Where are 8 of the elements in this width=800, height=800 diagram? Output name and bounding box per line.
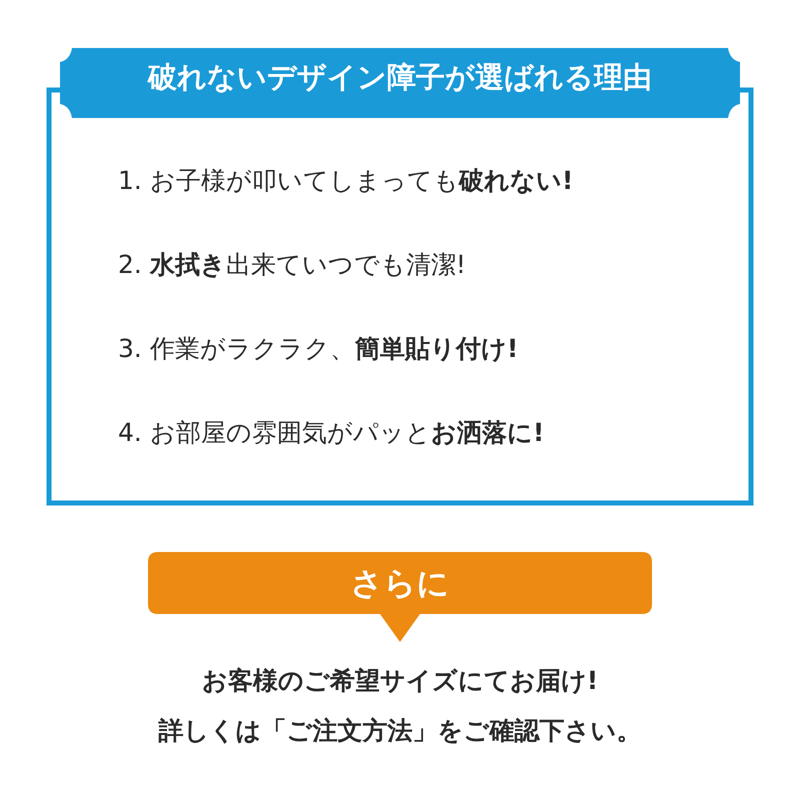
body-text: 詳しくは「ご注文方法」をご確認下さい。 <box>158 718 642 743</box>
feature-text: 3. 作業がラクラク、簡単貼り付け! <box>118 336 518 361</box>
heading: 破れないデザイン障子が選ばれる理由 <box>148 63 652 92</box>
callout-text: さらに <box>350 567 450 599</box>
body-text: お客様のご希望サイズにてお届け! <box>202 668 598 693</box>
feature-text: 1. お子様が叩いてしまっても破れない! <box>118 168 574 193</box>
feature-text: 4. お部屋の雰囲気がパッとお洒落に! <box>118 420 544 445</box>
feature-text: 2. 水拭き出来ていつでも清潔! <box>118 252 466 277</box>
